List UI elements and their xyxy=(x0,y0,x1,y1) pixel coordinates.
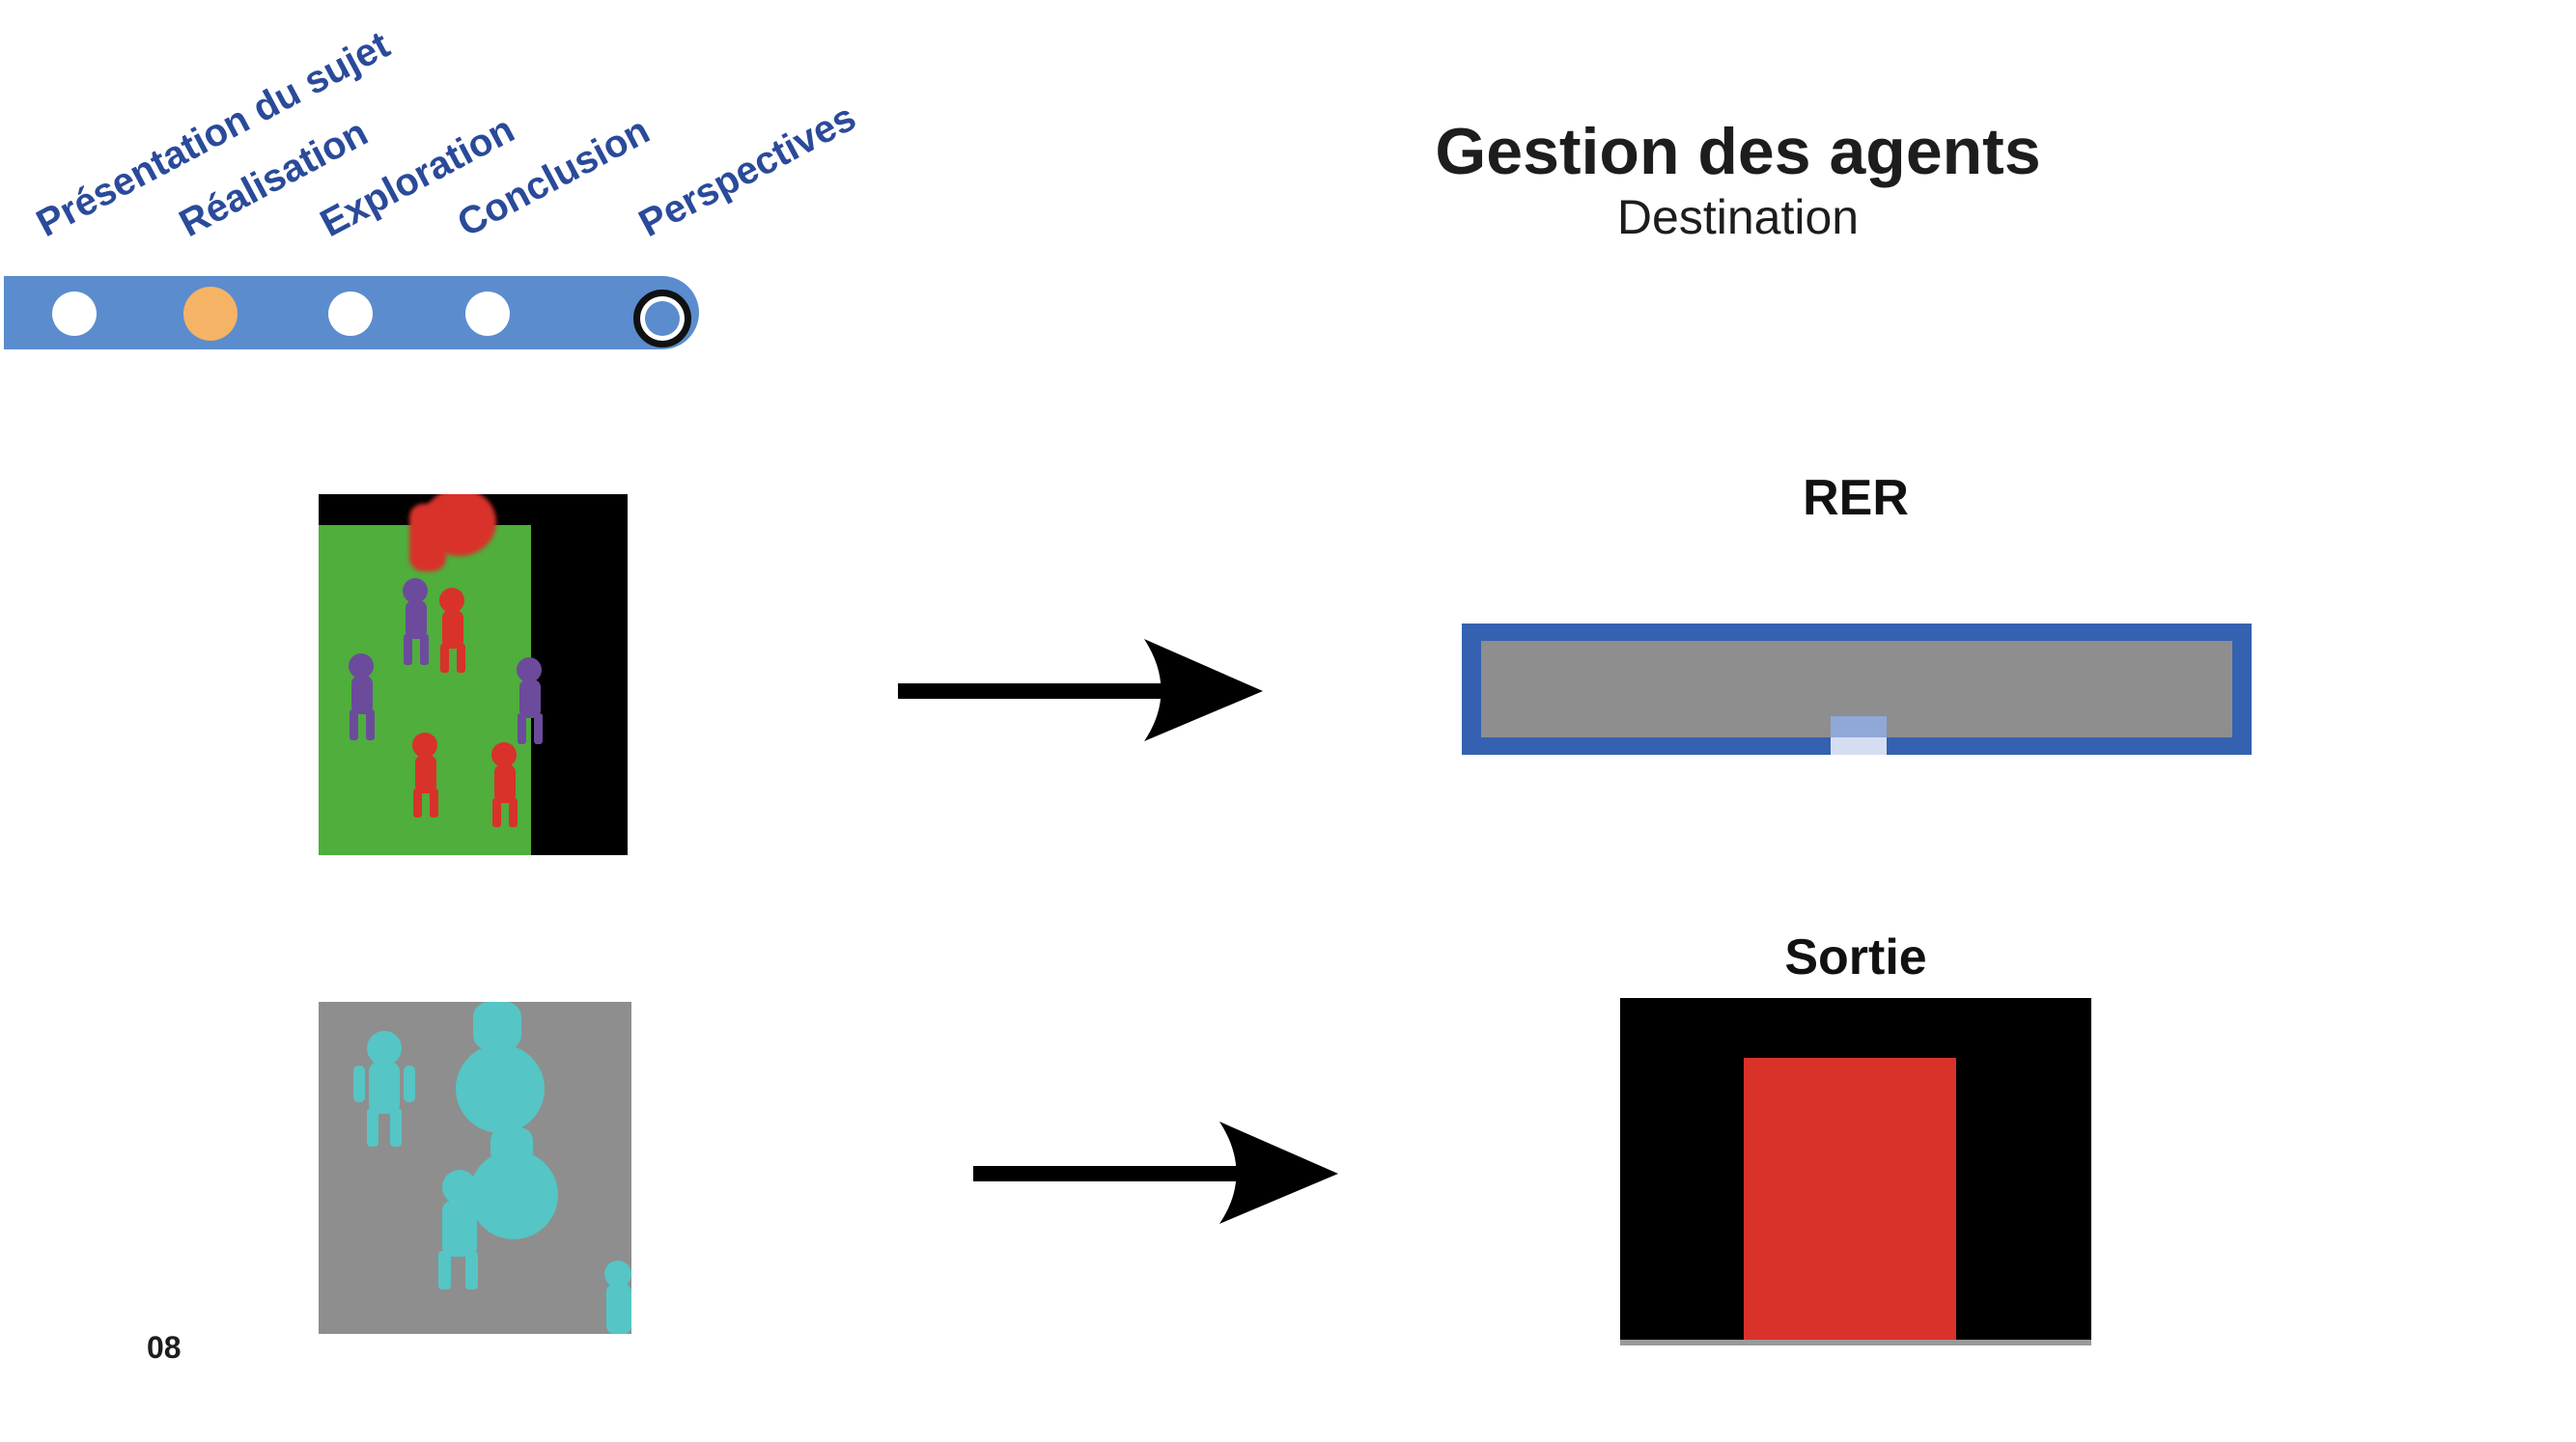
arrow-right-icon xyxy=(898,639,1263,741)
floor-line xyxy=(1620,1340,2091,1345)
rer-door-threshold xyxy=(1831,737,1887,755)
sortie-label: Sortie xyxy=(1784,929,1927,985)
sortie-exit xyxy=(1620,998,2091,1342)
agents-figures xyxy=(353,1002,631,1334)
nav-step-presentation-dot[interactable] xyxy=(52,291,97,336)
rer-label: RER xyxy=(1803,470,1909,526)
rer-door xyxy=(1831,716,1887,739)
page-number: 08 xyxy=(147,1330,182,1365)
page-subtitle: Destination xyxy=(1616,190,1860,244)
agents-rer-image xyxy=(319,494,628,855)
nav-step-exploration-dot[interactable] xyxy=(328,291,373,336)
rer-platform xyxy=(1462,624,2252,755)
agent-figure xyxy=(409,504,446,571)
page-title: Gestion des agents xyxy=(1435,115,2041,188)
agents-sortie-image xyxy=(319,1002,631,1334)
nav-step-perspectives-dot[interactable] xyxy=(633,290,691,347)
exit-door xyxy=(1744,1058,1956,1342)
nav-step-perspectives-label[interactable]: Perspectives xyxy=(631,96,863,246)
arrow-right-icon xyxy=(973,1122,1338,1224)
agents-figures xyxy=(349,578,543,827)
nav-step-realisation-dot[interactable] xyxy=(183,287,238,341)
nav-step-conclusion-dot[interactable] xyxy=(465,291,510,336)
